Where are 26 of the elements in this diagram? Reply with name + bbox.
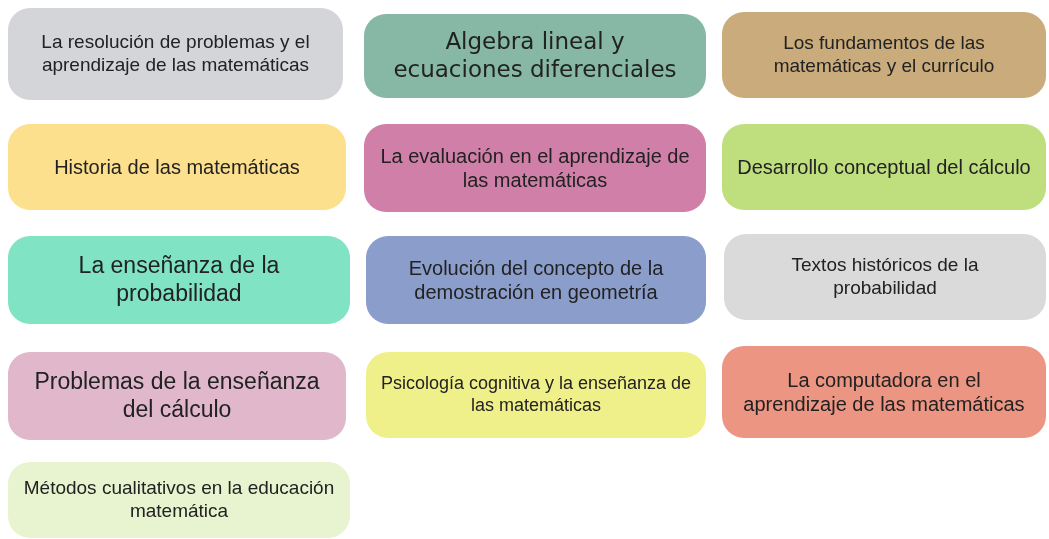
topic-box bbox=[366, 236, 706, 324]
topic-title: La computadora en el aprendizaje de las matemáticas bbox=[742, 368, 1026, 416]
topic-box bbox=[722, 346, 1046, 438]
topic-title: La enseñanza de la probabilidad bbox=[77, 252, 281, 308]
topic-title: La resolución de problemas y el aprendizaje de las matemáticas bbox=[40, 31, 311, 77]
topic-box bbox=[8, 462, 350, 538]
topic-title: Textos históricos de la probabilidad bbox=[790, 254, 980, 300]
topic-box bbox=[8, 124, 346, 210]
topic-box bbox=[8, 352, 346, 440]
topic-title: Los fundamentos de las matemáticas y el currículo bbox=[772, 32, 996, 78]
topic-title: Desarrollo conceptual del cálculo bbox=[737, 155, 1031, 179]
topic-box bbox=[722, 12, 1046, 98]
topic-box bbox=[366, 352, 706, 438]
topic-title: Métodos cualitativos en la educación matemática bbox=[22, 477, 336, 523]
topic-box bbox=[364, 124, 706, 212]
topic-title: Historia de las matemáticas bbox=[54, 155, 300, 179]
topic-title: Evolución del concepto de la demostración en geometría bbox=[407, 256, 665, 304]
topic-title: Psicología cognitiva y la enseñanza de las matemáticas bbox=[380, 373, 692, 417]
topic-box bbox=[364, 14, 706, 98]
topic-title: Problemas de la enseñanza del cálculo bbox=[33, 368, 321, 424]
topic-box bbox=[722, 124, 1046, 210]
topic-title: Algebra lineal y ecuaciones diferenciales bbox=[392, 28, 678, 84]
topic-box bbox=[8, 236, 350, 324]
topic-box bbox=[8, 8, 343, 100]
topic-title: La evaluación en el aprendizaje de las matemáticas bbox=[379, 144, 691, 192]
topic-box bbox=[724, 234, 1046, 320]
